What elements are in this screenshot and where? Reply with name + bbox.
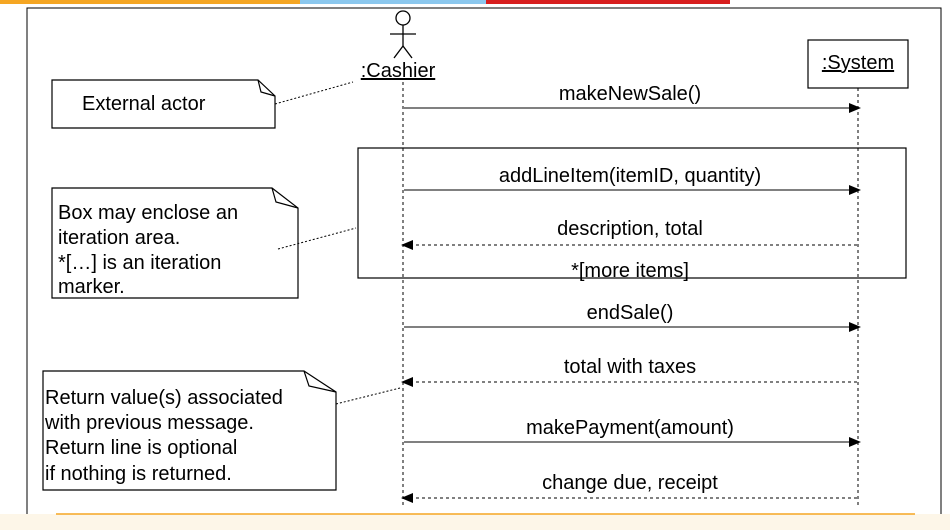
message-4: total with taxes (401, 356, 857, 387)
note-text: *[…] is an iteration (58, 252, 221, 274)
note-text: External actor (82, 93, 206, 115)
loop-guard: *[more items] (571, 260, 689, 282)
message-label: description, total (557, 218, 703, 240)
message-6: change due, receipt (401, 472, 857, 503)
note-fold (257, 79, 276, 97)
loop-frame (357, 147, 907, 279)
message-label: endSale() (587, 302, 674, 324)
note-shape (51, 187, 299, 299)
top-bar-red (486, 0, 730, 4)
message-2: description, total (401, 218, 857, 250)
system-box (807, 39, 909, 89)
message-label: addLineItem(itemID, quantity) (499, 165, 761, 187)
note-text: Box may enclose an (58, 202, 238, 224)
note-text: Return value(s) associated (45, 387, 283, 409)
message-label: total with taxes (564, 356, 696, 378)
system-label: :System (822, 52, 894, 74)
message-5: makePayment(amount) (404, 417, 861, 447)
message-0: makeNewSale() (404, 83, 861, 113)
note-connector (277, 227, 357, 250)
note-connector (335, 387, 401, 405)
note-shape (51, 79, 276, 129)
note-text: with previous message. (44, 412, 254, 434)
note-text: if nothing is returned. (45, 463, 232, 485)
top-bar-blue (300, 0, 486, 4)
bottom-band (0, 514, 950, 530)
note-fold (271, 187, 299, 209)
note-text: iteration area. (58, 227, 180, 249)
note-iteration: Box may enclose an iteration area. *[…] … (51, 187, 357, 299)
note-return-value: Return value(s) associated with previous… (42, 370, 401, 491)
cashier-label: :Cashier (361, 60, 436, 82)
message-3: endSale() (404, 302, 861, 332)
note-text: marker. (58, 276, 125, 298)
message-label: change due, receipt (542, 472, 718, 494)
top-bar-orange (0, 0, 300, 4)
note-shape (42, 370, 337, 491)
stick-figure-icon (390, 10, 416, 59)
note-fold (303, 370, 337, 393)
note-external-actor: External actor (51, 79, 354, 129)
message-label: makePayment(amount) (526, 417, 734, 439)
message-1: addLineItem(itemID, quantity) (404, 165, 861, 195)
message-label: makeNewSale() (559, 83, 701, 105)
note-text: Return line is optional (45, 437, 237, 459)
note-connector (274, 81, 354, 105)
